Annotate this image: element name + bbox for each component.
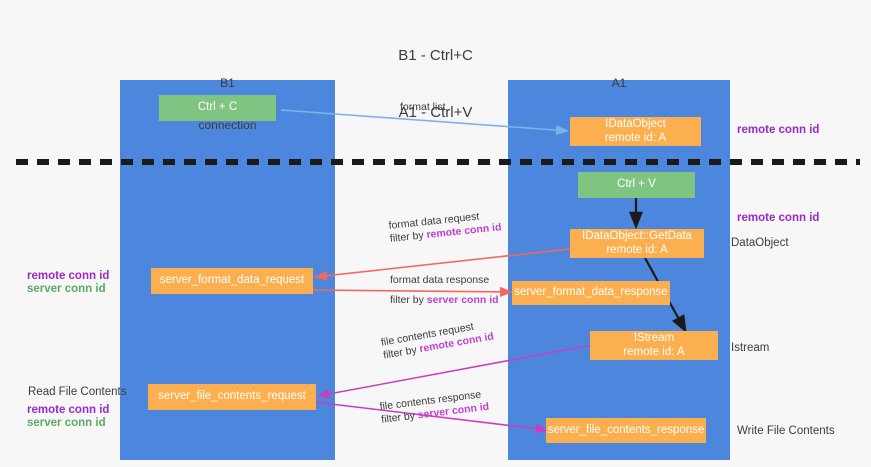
edge-label-format-data-request-prefix: filter by <box>389 229 428 245</box>
note-left-read-file-contents: Read File Contents <box>28 386 127 398</box>
connector-format-data-response <box>311 286 513 297</box>
note-left-remote-conn-2: remote conn id <box>27 404 110 416</box>
node-server-file-contents-response[interactable]: server_file_contents_response <box>546 418 706 443</box>
connector-format-list <box>280 109 569 136</box>
column-header-b1-name: B1 <box>220 76 235 90</box>
node-getdata-label: IDataObject::GetData <box>582 230 692 242</box>
note-right-istream: Istream <box>731 342 770 354</box>
node-dataobject-top[interactable]: IDataObject remote id: A <box>570 117 701 146</box>
node-getdata-sub: remote id: A <box>606 243 668 256</box>
column-header-a1-name: A1 <box>611 76 627 90</box>
node-ctrl-c[interactable]: Ctrl + C <box>159 95 276 121</box>
edge-label-format-data-response: format data response filter by server co… <box>390 274 499 307</box>
edge-label-format-list: format list <box>400 101 446 114</box>
note-right-write-file-contents: Write File Contents <box>737 425 835 437</box>
node-server-file-contents-request-label: server_file_contents_request <box>158 390 306 403</box>
node-server-format-data-request[interactable]: server_format_data_request <box>151 268 313 294</box>
node-server-format-data-response-label: server_format_data_response <box>514 286 668 299</box>
note-left-server-conn-2: server conn id <box>27 417 106 429</box>
node-server-format-data-response[interactable]: server_format_data_response <box>512 281 670 305</box>
title-line-1: B1 - Ctrl+C <box>398 47 473 64</box>
node-server-file-contents-response-label: server_file_contents_response <box>547 423 705 436</box>
note-right-remote-conn-mid: remote conn id <box>737 212 820 224</box>
node-istream[interactable]: IStream remote id: A <box>590 331 718 360</box>
title-line-2: A1 - Ctrl+V <box>398 104 473 121</box>
edge-label-format-data-response-line1: format data response <box>390 274 490 286</box>
connector-format-data-request <box>314 248 571 281</box>
note-right-remote-conn-top: remote conn id <box>737 124 820 136</box>
connector-file-contents-response <box>313 401 548 434</box>
node-server-format-data-request-label: server_format_data_request <box>159 274 305 287</box>
node-getdata[interactable]: IDataObject::GetData remote id: A <box>570 229 704 258</box>
node-ctrl-v[interactable]: Ctrl + V <box>578 172 695 198</box>
connector-file-contents-request <box>317 344 593 399</box>
node-istream-label: IStream <box>633 332 675 344</box>
edge-label-format-data-response-highlight: server conn id <box>426 294 499 306</box>
node-istream-sub: remote id: A <box>623 345 685 358</box>
node-dataobject-top-sub: remote id: A <box>604 131 667 144</box>
note-right-dataobject: DataObject <box>731 237 789 249</box>
diagram-title: B1 - Ctrl+C A1 - Ctrl+V <box>0 8 871 160</box>
note-left-server-conn-1: server conn id <box>27 283 106 295</box>
edge-label-format-data-response-line2: filter by server conn id <box>390 294 499 307</box>
node-server-file-contents-request[interactable]: server_file_contents_request <box>148 384 316 410</box>
note-left-remote-conn-1: remote conn id <box>27 270 110 282</box>
node-dataobject-top-label: IDataObject <box>605 118 666 130</box>
node-ctrl-c-label: Ctrl + C <box>197 101 238 114</box>
edge-label-format-list-line1: format list <box>400 101 446 113</box>
column-header-b1-role: connection <box>198 118 257 132</box>
column-header-b1: B1 connection <box>120 48 335 160</box>
node-ctrl-v-label: Ctrl + V <box>617 178 656 191</box>
edge-label-format-data-response-prefix: filter by <box>390 294 427 306</box>
